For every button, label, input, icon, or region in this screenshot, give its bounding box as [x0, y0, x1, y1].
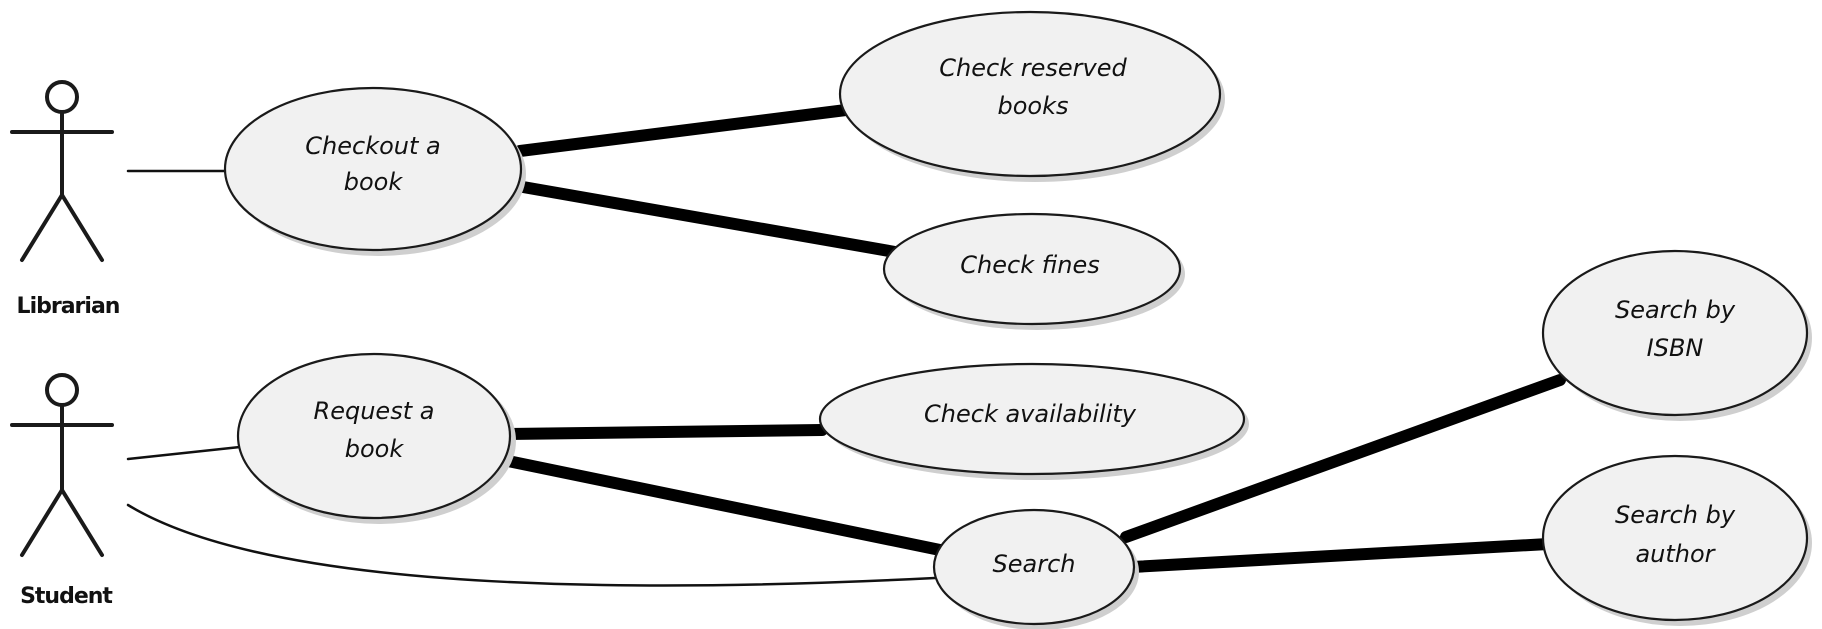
link-search-search-isbn [1120, 374, 1566, 543]
use-case-search-by-author: Search by author [1541, 454, 1812, 626]
use-case-label-line: Check reserved [939, 54, 1127, 82]
use-case-label-line: Check availability [924, 400, 1137, 428]
use-case-request-a-book: Request a book [236, 352, 516, 524]
use-case-check-availability: Check availability [818, 362, 1249, 480]
use-case-label-line: Search by [1615, 501, 1736, 529]
use-case-label-line: Check fines [960, 251, 1099, 279]
use-case-label-line: book [345, 435, 405, 463]
use-case-label-line: book [344, 168, 404, 196]
use-case-search: Search [932, 508, 1139, 629]
use-case-label-line: Search by [1615, 296, 1736, 324]
actor-librarian: Librarian [10, 80, 120, 319]
use-case-checkout-a-book: Checkout a book [223, 86, 526, 256]
link-request-search [497, 454, 946, 556]
actor-label-student: Student [20, 584, 113, 609]
stick-figure-icon [10, 80, 114, 262]
use-case-label-line: ISBN [1647, 334, 1704, 362]
link-checkout-check-fines [517, 181, 901, 258]
actor-label-librarian: Librarian [17, 294, 120, 319]
use-case-search-by-isbn: Search by ISBN [1541, 249, 1812, 421]
use-case-label-line: author [1635, 540, 1716, 568]
link-checkout-check-reserved [514, 104, 852, 157]
association-student-request [126, 445, 242, 461]
use-case-label-line: Request a [314, 397, 435, 425]
use-case-label-line: books [997, 92, 1068, 120]
stick-figure-icon [10, 373, 114, 557]
use-case-check-fines: Check fines [882, 212, 1185, 330]
use-case-check-reserved-books: Check reserved books [838, 10, 1225, 182]
use-case-label-line: Checkout a [305, 132, 440, 160]
association-student-search [126, 503, 937, 587]
connections [126, 104, 1566, 587]
link-search-search-author [1126, 538, 1554, 573]
link-request-check-availability [501, 424, 828, 440]
actor-student: Student [10, 373, 114, 609]
use-case-label-line: Search [993, 550, 1076, 578]
